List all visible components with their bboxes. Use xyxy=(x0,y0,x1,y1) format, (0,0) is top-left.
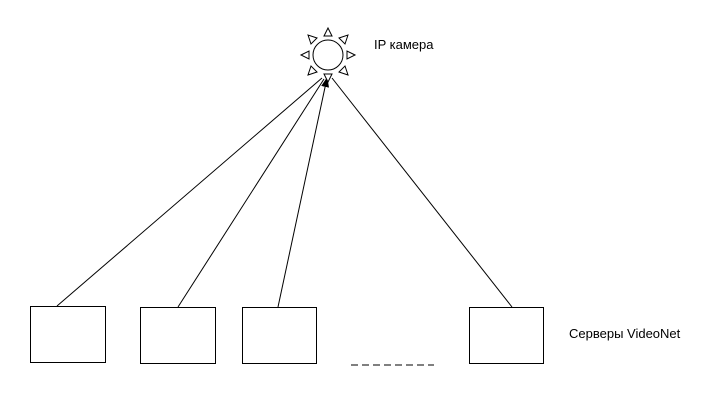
connection-lines xyxy=(56,77,513,308)
camera-label: IP камера xyxy=(374,37,434,52)
server-box-n xyxy=(469,307,544,364)
server-box-2 xyxy=(140,307,216,364)
connection-line-4 xyxy=(331,77,513,308)
server-box-1 xyxy=(30,306,106,363)
sun-camera-icon xyxy=(299,26,357,84)
connection-line-1 xyxy=(56,77,323,307)
servers-group xyxy=(30,306,544,364)
connection-line-2 xyxy=(177,78,325,308)
servers-label: Серверы VideoNet xyxy=(569,326,681,341)
server-box-3 xyxy=(242,307,317,364)
connection-line-3 xyxy=(277,77,330,308)
